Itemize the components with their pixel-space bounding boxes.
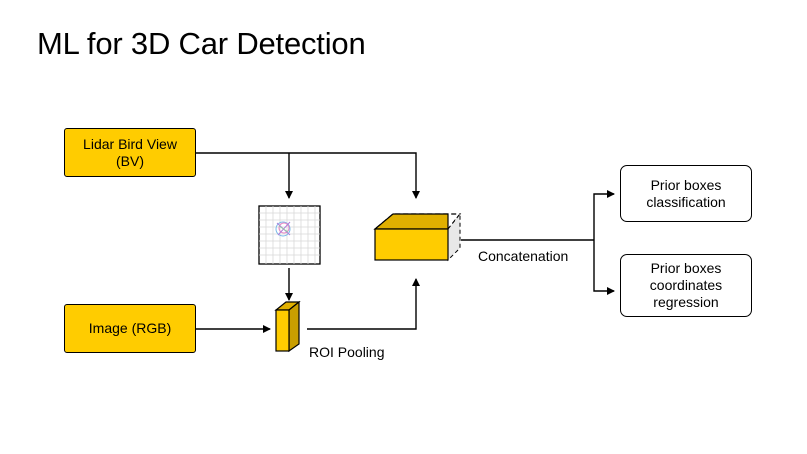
bv-grid-image [258, 205, 321, 265]
page-title: ML for 3D Car Detection [37, 26, 366, 61]
edge-lidar-to-concat [196, 152, 420, 199]
edge-to-cls [593, 190, 615, 240]
prior-boxes-regression-node: Prior boxes coordinates regression [620, 254, 752, 317]
image-rgb-node: Image (RGB) [64, 304, 196, 353]
roi-pooling-block [274, 300, 301, 353]
concat-block [373, 212, 462, 262]
edge-to-reg [593, 240, 615, 295]
prior-boxes-classification-node: Prior boxes classification [620, 165, 752, 222]
lidar-bird-view-node: Lidar Bird View (BV) [64, 128, 196, 177]
edge-roi-to-concat [307, 278, 420, 330]
roi-pooling-label: ROI Pooling [309, 344, 385, 360]
concatenation-label: Concatenation [478, 248, 569, 264]
